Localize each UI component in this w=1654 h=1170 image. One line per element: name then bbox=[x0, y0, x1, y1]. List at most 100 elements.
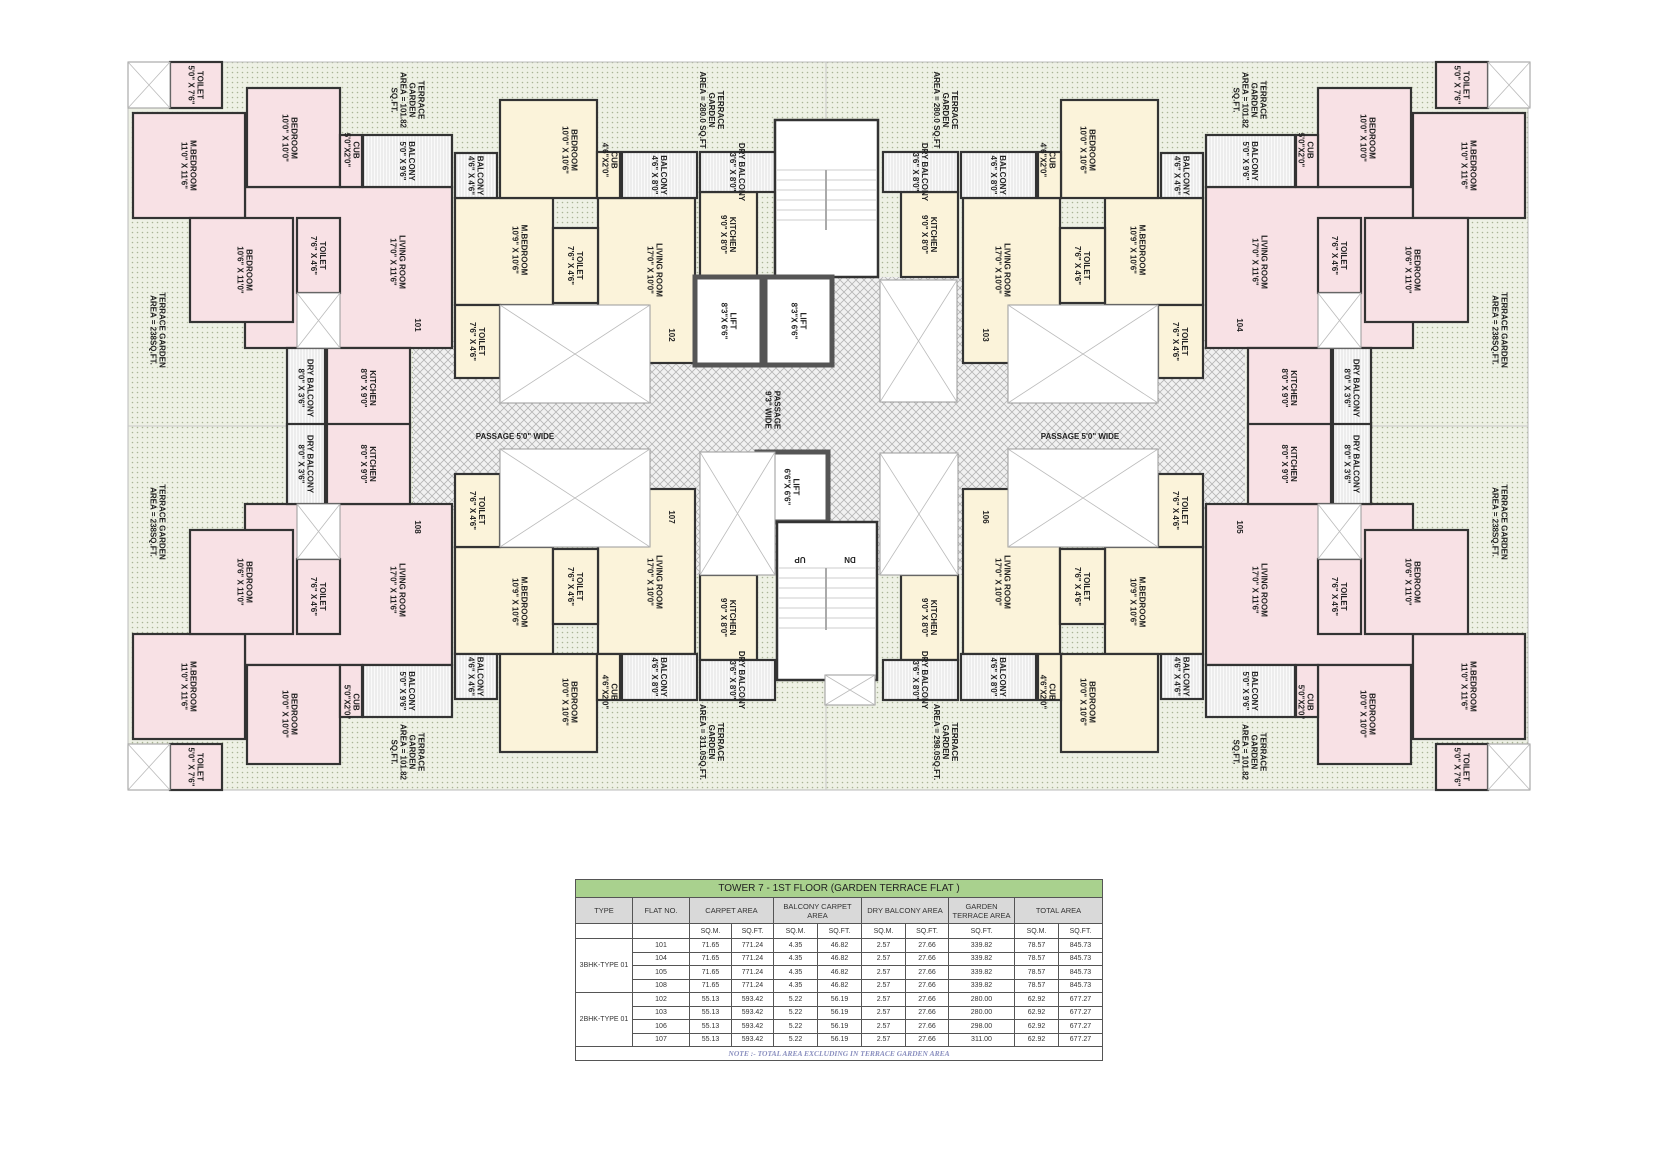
room-label: BALCONY4'6" X 8'0" bbox=[650, 657, 668, 697]
room-108 bbox=[245, 663, 342, 766]
table-cell: 27.66 bbox=[905, 1005, 949, 1020]
table-cell: 78.57 bbox=[1014, 951, 1059, 966]
room-101 bbox=[325, 346, 412, 430]
room-103 bbox=[1058, 226, 1107, 305]
room-label: KITCHEN9'0" X 8'0" bbox=[719, 598, 737, 637]
room-103 bbox=[1159, 151, 1205, 200]
table-cell: 108 bbox=[632, 978, 690, 993]
flat-number: 106 bbox=[981, 510, 990, 524]
unit: SQ.FT. bbox=[948, 923, 1015, 939]
header-flat-no: FLAT NO. bbox=[632, 897, 690, 924]
table-cell: 56.19 bbox=[817, 1005, 862, 1020]
room-label: CUB5'0"X2'0" bbox=[1297, 685, 1315, 720]
table-cell: 27.66 bbox=[905, 938, 949, 953]
table-cell: 2.57 bbox=[861, 1005, 906, 1020]
room-102 bbox=[620, 150, 699, 200]
room-label: KITCHEN9'0" X 8'0" bbox=[920, 598, 938, 637]
room-101 bbox=[285, 346, 327, 430]
table-cell: 62.92 bbox=[1014, 1032, 1059, 1047]
table-cell: 55.13 bbox=[689, 1005, 732, 1020]
room-label: KITCHEN9'0" X 8'0" bbox=[719, 215, 737, 254]
room-105 bbox=[1204, 663, 1297, 719]
room-label: M.BEDROOM11'0" X 11'6" bbox=[180, 661, 198, 712]
room-104 bbox=[1411, 111, 1527, 220]
room-label: TOILET7'6" X 4'6" bbox=[468, 322, 486, 361]
terrace-garden-label: TERRACEGARDENAREA = 101.82SQ.FT. bbox=[390, 72, 426, 129]
room-label: KITCHEN9'0" X 8'0" bbox=[920, 215, 938, 254]
room-label: TOILET7'6" X 4'6" bbox=[1073, 567, 1091, 606]
room-label: DRY BALCONY3'6" X 8'0" bbox=[728, 651, 746, 710]
room-107 bbox=[595, 652, 622, 702]
table-cell: 2.57 bbox=[861, 1019, 906, 1034]
unit: SQ.M. bbox=[773, 923, 818, 939]
room-label: TOILET5'0" X 7'6" bbox=[1453, 66, 1471, 105]
table-cell: 2.57 bbox=[861, 978, 906, 993]
table-cell: 280.00 bbox=[948, 1005, 1015, 1020]
lift-label: LIFT8'3"X 6'6" bbox=[790, 303, 808, 340]
table-cell: 46.82 bbox=[817, 965, 862, 980]
room-label: LIVING ROOM17'0" X 11'6" bbox=[389, 563, 407, 617]
room-label: BEDROOM10'0" X 10'0" bbox=[1359, 690, 1377, 738]
room-label: CUB4'6"X2'0" bbox=[601, 143, 619, 178]
shaft-cross bbox=[1317, 292, 1362, 349]
room-103 bbox=[1103, 196, 1205, 307]
room-label: LIVING ROOM17'0" X 11'6" bbox=[1251, 563, 1269, 617]
room-label: BALCONY5'0" X 9'6" bbox=[398, 671, 416, 711]
header-balcony-carpet-area: BALCONY CARPET AREA bbox=[773, 897, 862, 924]
header-dry-balcony-area: DRY BALCONY AREA bbox=[861, 897, 949, 924]
room-label: TOILET7'6" X 4'6" bbox=[1073, 246, 1091, 285]
terrace-garden-label: TERRACE GARDENAREA = 238SQ.FT. bbox=[149, 292, 167, 368]
stair-down-label: DN bbox=[844, 555, 856, 564]
room-label: TOILET7'6" X 4'6" bbox=[468, 491, 486, 530]
room-label: CUB4'6"X2'0" bbox=[1039, 675, 1057, 710]
room-label: M.BEDROOM10'9" X 10'6" bbox=[1129, 225, 1147, 276]
area-table: TOWER 7 - 1ST FLOOR (GARDEN TERRACE FLAT… bbox=[575, 879, 1103, 1061]
table-cell: 27.66 bbox=[905, 1019, 949, 1034]
header-garden-terrace-area: GARDEN TERRACE AREA bbox=[948, 897, 1015, 924]
table-cell: 2.57 bbox=[861, 938, 906, 953]
table-cell: 104 bbox=[632, 951, 690, 966]
shaft-cross bbox=[1317, 503, 1362, 560]
lift-label: LIFT6'6"X 6'6" bbox=[783, 469, 801, 506]
room-label: BALCONY4'6" X 8'0" bbox=[989, 657, 1007, 697]
table-cell: 845.73 bbox=[1058, 938, 1103, 953]
room-103 bbox=[1156, 303, 1205, 380]
table-cell: 593.42 bbox=[731, 1005, 774, 1020]
units-row: SQ.M. SQ.FT. SQ.M. SQ.FT. SQ.M. SQ.FT. S… bbox=[575, 923, 1103, 939]
table-cell: 5.22 bbox=[773, 992, 818, 1007]
header-carpet-area: CARPET AREA bbox=[689, 897, 774, 924]
shaft-cross bbox=[1487, 61, 1531, 109]
room-label: BEDROOM10'0" X 10'0" bbox=[281, 690, 299, 738]
room-label: M.BEDROOM10'9" X 10'6" bbox=[511, 577, 529, 628]
room-104 bbox=[1204, 133, 1297, 189]
unit: SQ.M. bbox=[861, 923, 906, 939]
table-cell: 62.92 bbox=[1014, 1005, 1059, 1020]
room-label: TOILET7'6" X 4'6" bbox=[1330, 236, 1348, 275]
table-cell: 677.27 bbox=[1058, 1005, 1103, 1020]
table-cell: 593.42 bbox=[731, 992, 774, 1007]
room-label: BALCONY4'6" X 8'0" bbox=[989, 155, 1007, 195]
room-108 bbox=[168, 742, 224, 792]
lift bbox=[692, 274, 765, 368]
room-107 bbox=[453, 545, 555, 656]
room-label: TOILET7'6" X 4'6" bbox=[309, 577, 327, 616]
table-cell: 5.22 bbox=[773, 1019, 818, 1034]
room-103 bbox=[1036, 150, 1063, 200]
table-cell: 105 bbox=[632, 965, 690, 980]
table-cell: 771.24 bbox=[731, 965, 774, 980]
table-cell: 2.57 bbox=[861, 965, 906, 980]
table-cell: 55.13 bbox=[689, 992, 732, 1007]
unit: SQ.FT. bbox=[905, 923, 949, 939]
table-cell: 339.82 bbox=[948, 978, 1015, 993]
room-label: CUB5'0"X2'0" bbox=[343, 133, 361, 168]
table-cell: 4.35 bbox=[773, 965, 818, 980]
flat-number: 108 bbox=[413, 520, 422, 534]
table-cell: 27.66 bbox=[905, 951, 949, 966]
shaft-cross bbox=[499, 304, 651, 404]
shaft-cross bbox=[127, 61, 171, 109]
room-label: LIVING ROOM17'0" X 10'0" bbox=[646, 243, 664, 297]
table-cell: 845.73 bbox=[1058, 965, 1103, 980]
